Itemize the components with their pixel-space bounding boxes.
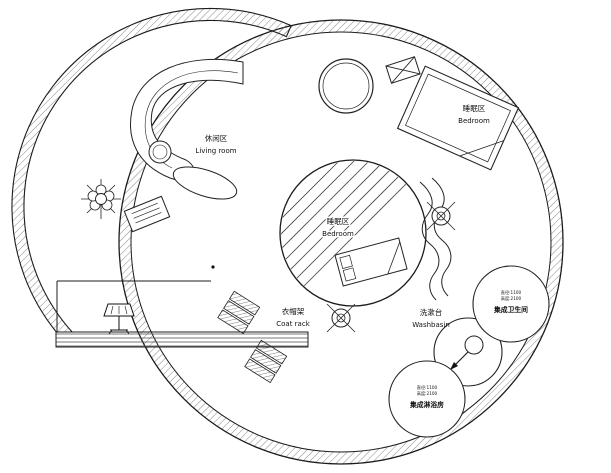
- arrow-icon: [450, 362, 458, 370]
- column-marker-bottom: [326, 303, 356, 333]
- living-room-label-zh: 休闲区: [205, 133, 228, 143]
- bed-center: [334, 237, 408, 287]
- outer-wall-ring: [118, 19, 564, 465]
- bathroom-pod-dim1: 直径:1100: [501, 289, 522, 295]
- coffee-table: [172, 166, 238, 200]
- sofa-curved: [130, 58, 244, 181]
- coat-rack-bars-2: [244, 339, 288, 384]
- bed-top-right: [396, 65, 520, 171]
- bedroom-center-label-zh: 睡眠区: [327, 217, 350, 226]
- column-marker-top: [426, 201, 456, 231]
- spiral-wall: [11, 7, 292, 333]
- partition-wall: [55, 280, 309, 348]
- shower-pod-dim1: 直径:1100: [417, 384, 438, 390]
- coat-rack-label-zh: 衣帽架: [282, 306, 305, 316]
- bedroom-top-label-zh: 睡眠区: [463, 104, 486, 113]
- washbasin-label-en: Washbasin: [412, 321, 450, 329]
- shower-pod-dim2: 高度:2100: [417, 390, 438, 397]
- side-table-round: [148, 140, 172, 164]
- potted-plant: [81, 179, 121, 219]
- small-marker: [211, 265, 215, 269]
- coat-rack-bars-1: [217, 290, 261, 335]
- bedroom-top-label-en: Bedroom: [458, 117, 490, 125]
- bathroom-pod-dim2: 高度:2100: [501, 295, 522, 302]
- living-room-label-en: Living room: [195, 147, 236, 155]
- vent-box: [385, 56, 421, 84]
- shower-pod: [388, 360, 466, 438]
- shower-pod-label: 集成淋浴房: [409, 400, 444, 409]
- round-table: [318, 58, 374, 114]
- bedroom-center-label-en: Bedroom: [322, 230, 354, 238]
- floor-lamp: [103, 303, 135, 335]
- coat-rack-label-en: Coat rack: [276, 320, 310, 328]
- bathroom-pod: [472, 265, 550, 343]
- rotating-bedroom-circle: [279, 159, 427, 307]
- washbasin-label-zh: 洗漱台: [420, 307, 443, 317]
- bathroom-pod-label: 集成卫生间: [493, 305, 528, 314]
- curtain-squiggle: [419, 177, 452, 301]
- magazine-table: [123, 195, 171, 233]
